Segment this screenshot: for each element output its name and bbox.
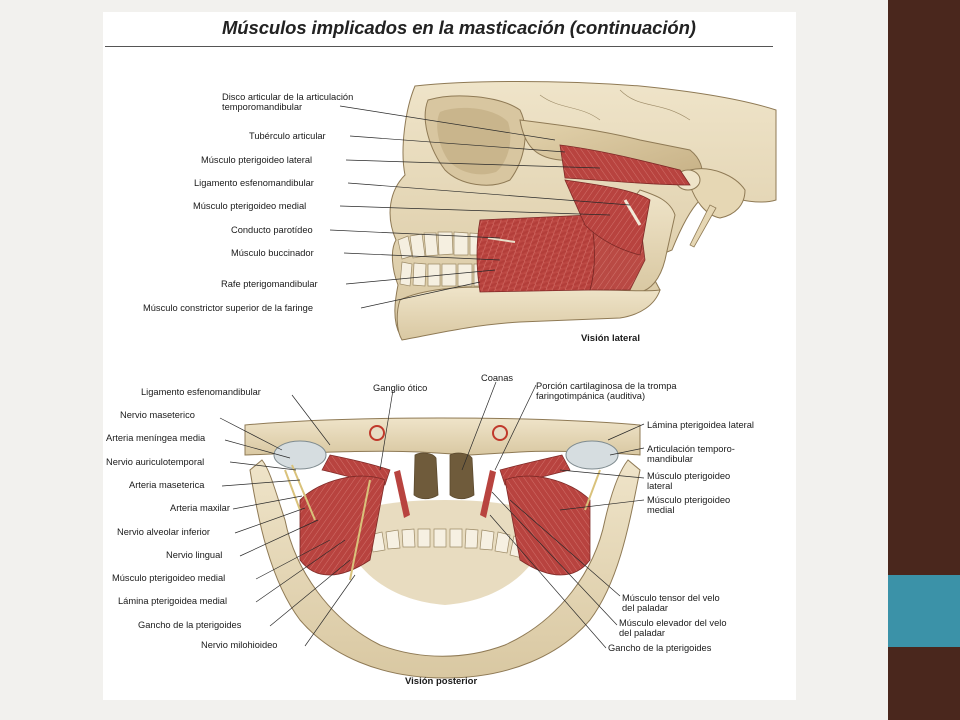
label-post-pterigoideo-medial-1: Músculo pterigoideo xyxy=(647,495,731,505)
label-constrictor-superior: Músculo constrictor superior de la farin… xyxy=(143,303,314,313)
label-elevador-velo-1: Músculo elevador del velo xyxy=(619,618,727,628)
label-disco-articular-2: temporomandibular xyxy=(222,102,303,112)
label-post-ligamento: Ligamento esfenomandibular xyxy=(141,387,261,397)
caption-posterior: Visión posterior xyxy=(405,676,478,687)
label-post-pterigoideo-medial-2: medial xyxy=(647,505,675,515)
slide-sidebar xyxy=(888,0,960,720)
label-nervio-maseterico: Nervio maseterico xyxy=(120,410,195,420)
label-rafe-pterigomandibular: Rafe pterigomandibular xyxy=(221,279,318,289)
label-nervio-lingual: Nervio lingual xyxy=(166,550,223,560)
label-disco-articular-1: Disco articular de la articulación xyxy=(222,92,354,102)
label-gancho-pterigoides-left: Gancho de la pterigoides xyxy=(138,620,242,630)
sidebar-accent-block xyxy=(888,575,960,647)
label-post-pterigoideo-lateral-2: lateral xyxy=(647,481,673,491)
label-gancho-pterigoides-right: Gancho de la pterigoides xyxy=(608,643,712,653)
label-post-pterigoideo-lateral-1: Músculo pterigoideo xyxy=(647,471,731,481)
label-tuberculo-articular: Tubérculo articular xyxy=(249,131,326,141)
label-lamina-pterigoidea-lateral: Lámina pterigoidea lateral xyxy=(647,420,754,430)
label-elevador-velo-2: del paladar xyxy=(619,628,666,638)
label-lamina-pterigoidea-medial: Lámina pterigoidea medial xyxy=(118,596,228,606)
label-nervio-auriculotemporal: Nervio auriculotemporal xyxy=(106,457,205,467)
label-coanas: Coanas xyxy=(481,373,514,383)
caption-lateral: Visión lateral xyxy=(581,333,640,344)
title-rule xyxy=(105,46,773,47)
label-ganglio-otico: Ganglio ótico xyxy=(373,383,428,393)
label-arteria-meningea: Arteria meníngea media xyxy=(106,433,206,443)
page-title: Músculos implicados en la masticación (c… xyxy=(222,17,696,38)
label-nervio-milohioideo: Nervio milohioideo xyxy=(201,640,278,650)
label-porcion-cartilaginosa-1: Porción cartilaginosa de la trompa xyxy=(536,381,677,391)
label-articulacion-tm-2: mandibular xyxy=(647,454,693,464)
label-porcion-cartilaginosa-2: faringotimpánica (auditiva) xyxy=(536,391,646,401)
lateral-skull xyxy=(389,81,777,341)
label-nervio-alveolar: Nervio alveolar inferior xyxy=(117,527,211,537)
label-buccinador: Músculo buccinador xyxy=(231,248,314,258)
posterior-skull xyxy=(244,417,641,679)
label-ligamento-esfenomandibular: Ligamento esfenomandibular xyxy=(194,178,314,188)
label-articulacion-tm-1: Articulación temporo- xyxy=(647,444,735,454)
label-tensor-velo-2: del paladar xyxy=(622,603,669,613)
label-arteria-maxilar: Arteria maxilar xyxy=(170,503,230,513)
label-arteria-maseterica: Arteria maseterica xyxy=(129,480,205,490)
label-pterigoideo-lateral: Músculo pterigoideo lateral xyxy=(201,155,313,165)
label-conducto-parotideo: Conducto parotídeo xyxy=(231,225,313,235)
label-tensor-velo-1: Músculo tensor del velo xyxy=(622,593,720,603)
label-post-pterigoideo-medial: Músculo pterigoideo medial xyxy=(112,573,226,583)
label-pterigoideo-medial: Músculo pterigoideo medial xyxy=(193,201,307,211)
lateral-leader-lines xyxy=(329,105,631,309)
posterior-leader-lines xyxy=(219,381,645,649)
